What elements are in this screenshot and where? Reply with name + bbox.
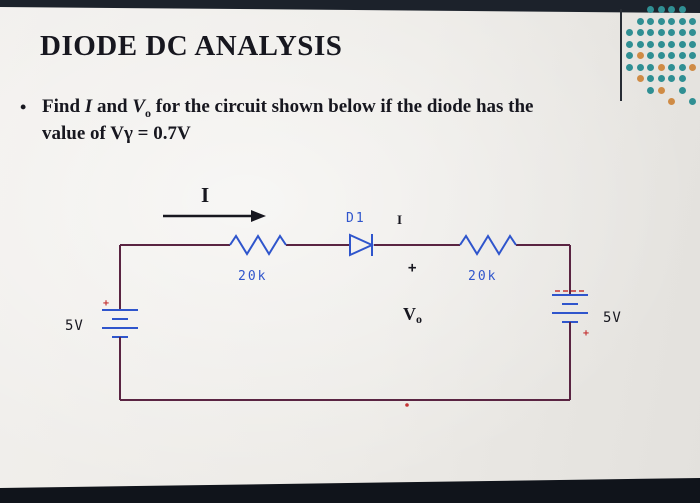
diode-symbol <box>349 233 375 257</box>
decorative-dot <box>626 40 633 48</box>
bullet-text: Find I and Vo for the circuit shown belo… <box>42 94 640 148</box>
decorative-dot <box>657 17 665 25</box>
diode-name-label: D1 <box>346 211 366 226</box>
bullet-item: • Find I and Vo for the circuit shown be… <box>20 94 640 148</box>
decorative-dot <box>657 75 665 82</box>
decorative-dot <box>668 6 675 13</box>
output-voltage-V: V <box>403 304 416 324</box>
output-voltage-label: Vo <box>403 304 422 326</box>
decorative-dot <box>647 52 654 59</box>
decorative-dot <box>678 40 686 48</box>
left-battery-label: 5V <box>65 318 84 334</box>
decorative-dot <box>678 63 686 71</box>
output-voltage-sub: o <box>416 312 422 326</box>
diode-current-label: I <box>397 212 402 227</box>
decorative-dot <box>636 17 644 25</box>
bullet-marker: • <box>20 97 27 117</box>
var-voltage-V: V <box>132 96 146 117</box>
decorative-dot <box>668 52 675 59</box>
decorative-dot <box>657 6 665 13</box>
decorative-dot <box>668 29 675 36</box>
bullet-text-pre: Find <box>42 96 85 117</box>
photo-bottom-edge <box>0 478 700 503</box>
var-voltage-sub: o <box>145 105 152 120</box>
current-arrow-label: I <box>201 183 209 207</box>
decorative-dot <box>678 29 686 36</box>
decorative-dot <box>689 63 696 71</box>
decorative-dot <box>689 17 696 25</box>
right-battery-plus: + <box>583 328 589 339</box>
decorative-dot <box>668 63 675 71</box>
output-plus-sign: + <box>408 260 417 276</box>
decorative-dot <box>647 17 654 25</box>
decorative-dot <box>636 75 644 82</box>
left-resistor <box>229 234 287 256</box>
decorative-dot <box>626 52 633 59</box>
decorative-dot <box>689 98 696 105</box>
decorative-dot <box>678 75 686 82</box>
decorative-dot <box>689 40 696 48</box>
decorative-dot <box>647 75 654 82</box>
vertical-rule <box>620 9 622 101</box>
decorative-dot <box>689 29 696 36</box>
decorative-dot <box>647 40 654 48</box>
right-resistor <box>459 234 517 256</box>
decorative-dot <box>657 29 665 36</box>
decorative-dot <box>657 40 665 48</box>
page-title: DIODE DC ANALYSIS <box>40 30 343 62</box>
decorative-dot <box>668 40 675 48</box>
photo-top-edge <box>0 0 700 13</box>
decorative-dot <box>636 29 644 36</box>
decorative-dot <box>689 52 696 59</box>
decorative-dot <box>678 17 686 25</box>
decorative-dot <box>647 86 654 94</box>
decorative-dot <box>647 29 654 36</box>
red-mark-bottom <box>405 403 409 407</box>
decorative-dot <box>657 63 665 71</box>
decorative-dot <box>636 63 644 71</box>
decorative-dot <box>668 75 675 82</box>
decorative-dot <box>668 17 675 25</box>
bullet-text-rest: for the circuit shown below if the diode… <box>151 96 534 117</box>
bullet-text-line2: value of Vγ = 0.7V <box>42 123 191 145</box>
left-resistor-label: 20k <box>238 269 267 284</box>
decorative-dot <box>678 52 686 59</box>
decorative-dot <box>636 52 644 59</box>
decorative-dot <box>636 40 644 48</box>
decorative-dot <box>647 6 654 13</box>
decorative-dot <box>626 63 633 71</box>
current-arrow-head <box>251 210 266 222</box>
decorative-dot <box>657 52 665 59</box>
right-battery-label: 5V <box>603 310 622 326</box>
decorative-dot <box>647 63 654 71</box>
left-battery-plus: + <box>103 298 109 309</box>
bullet-text-mid: and <box>92 96 133 117</box>
right-resistor-label: 20k <box>468 269 497 284</box>
decorative-dot <box>626 29 633 36</box>
decorative-dot <box>657 86 665 94</box>
decorative-dot <box>678 6 686 13</box>
circuit-diagram: I 20k D1 I + Vo 20k + 5V <box>65 183 622 407</box>
var-current-I: I <box>84 96 93 117</box>
decorative-dot <box>668 98 675 105</box>
decorative-dot <box>678 86 686 94</box>
dot-grid-decoration <box>626 6 700 112</box>
